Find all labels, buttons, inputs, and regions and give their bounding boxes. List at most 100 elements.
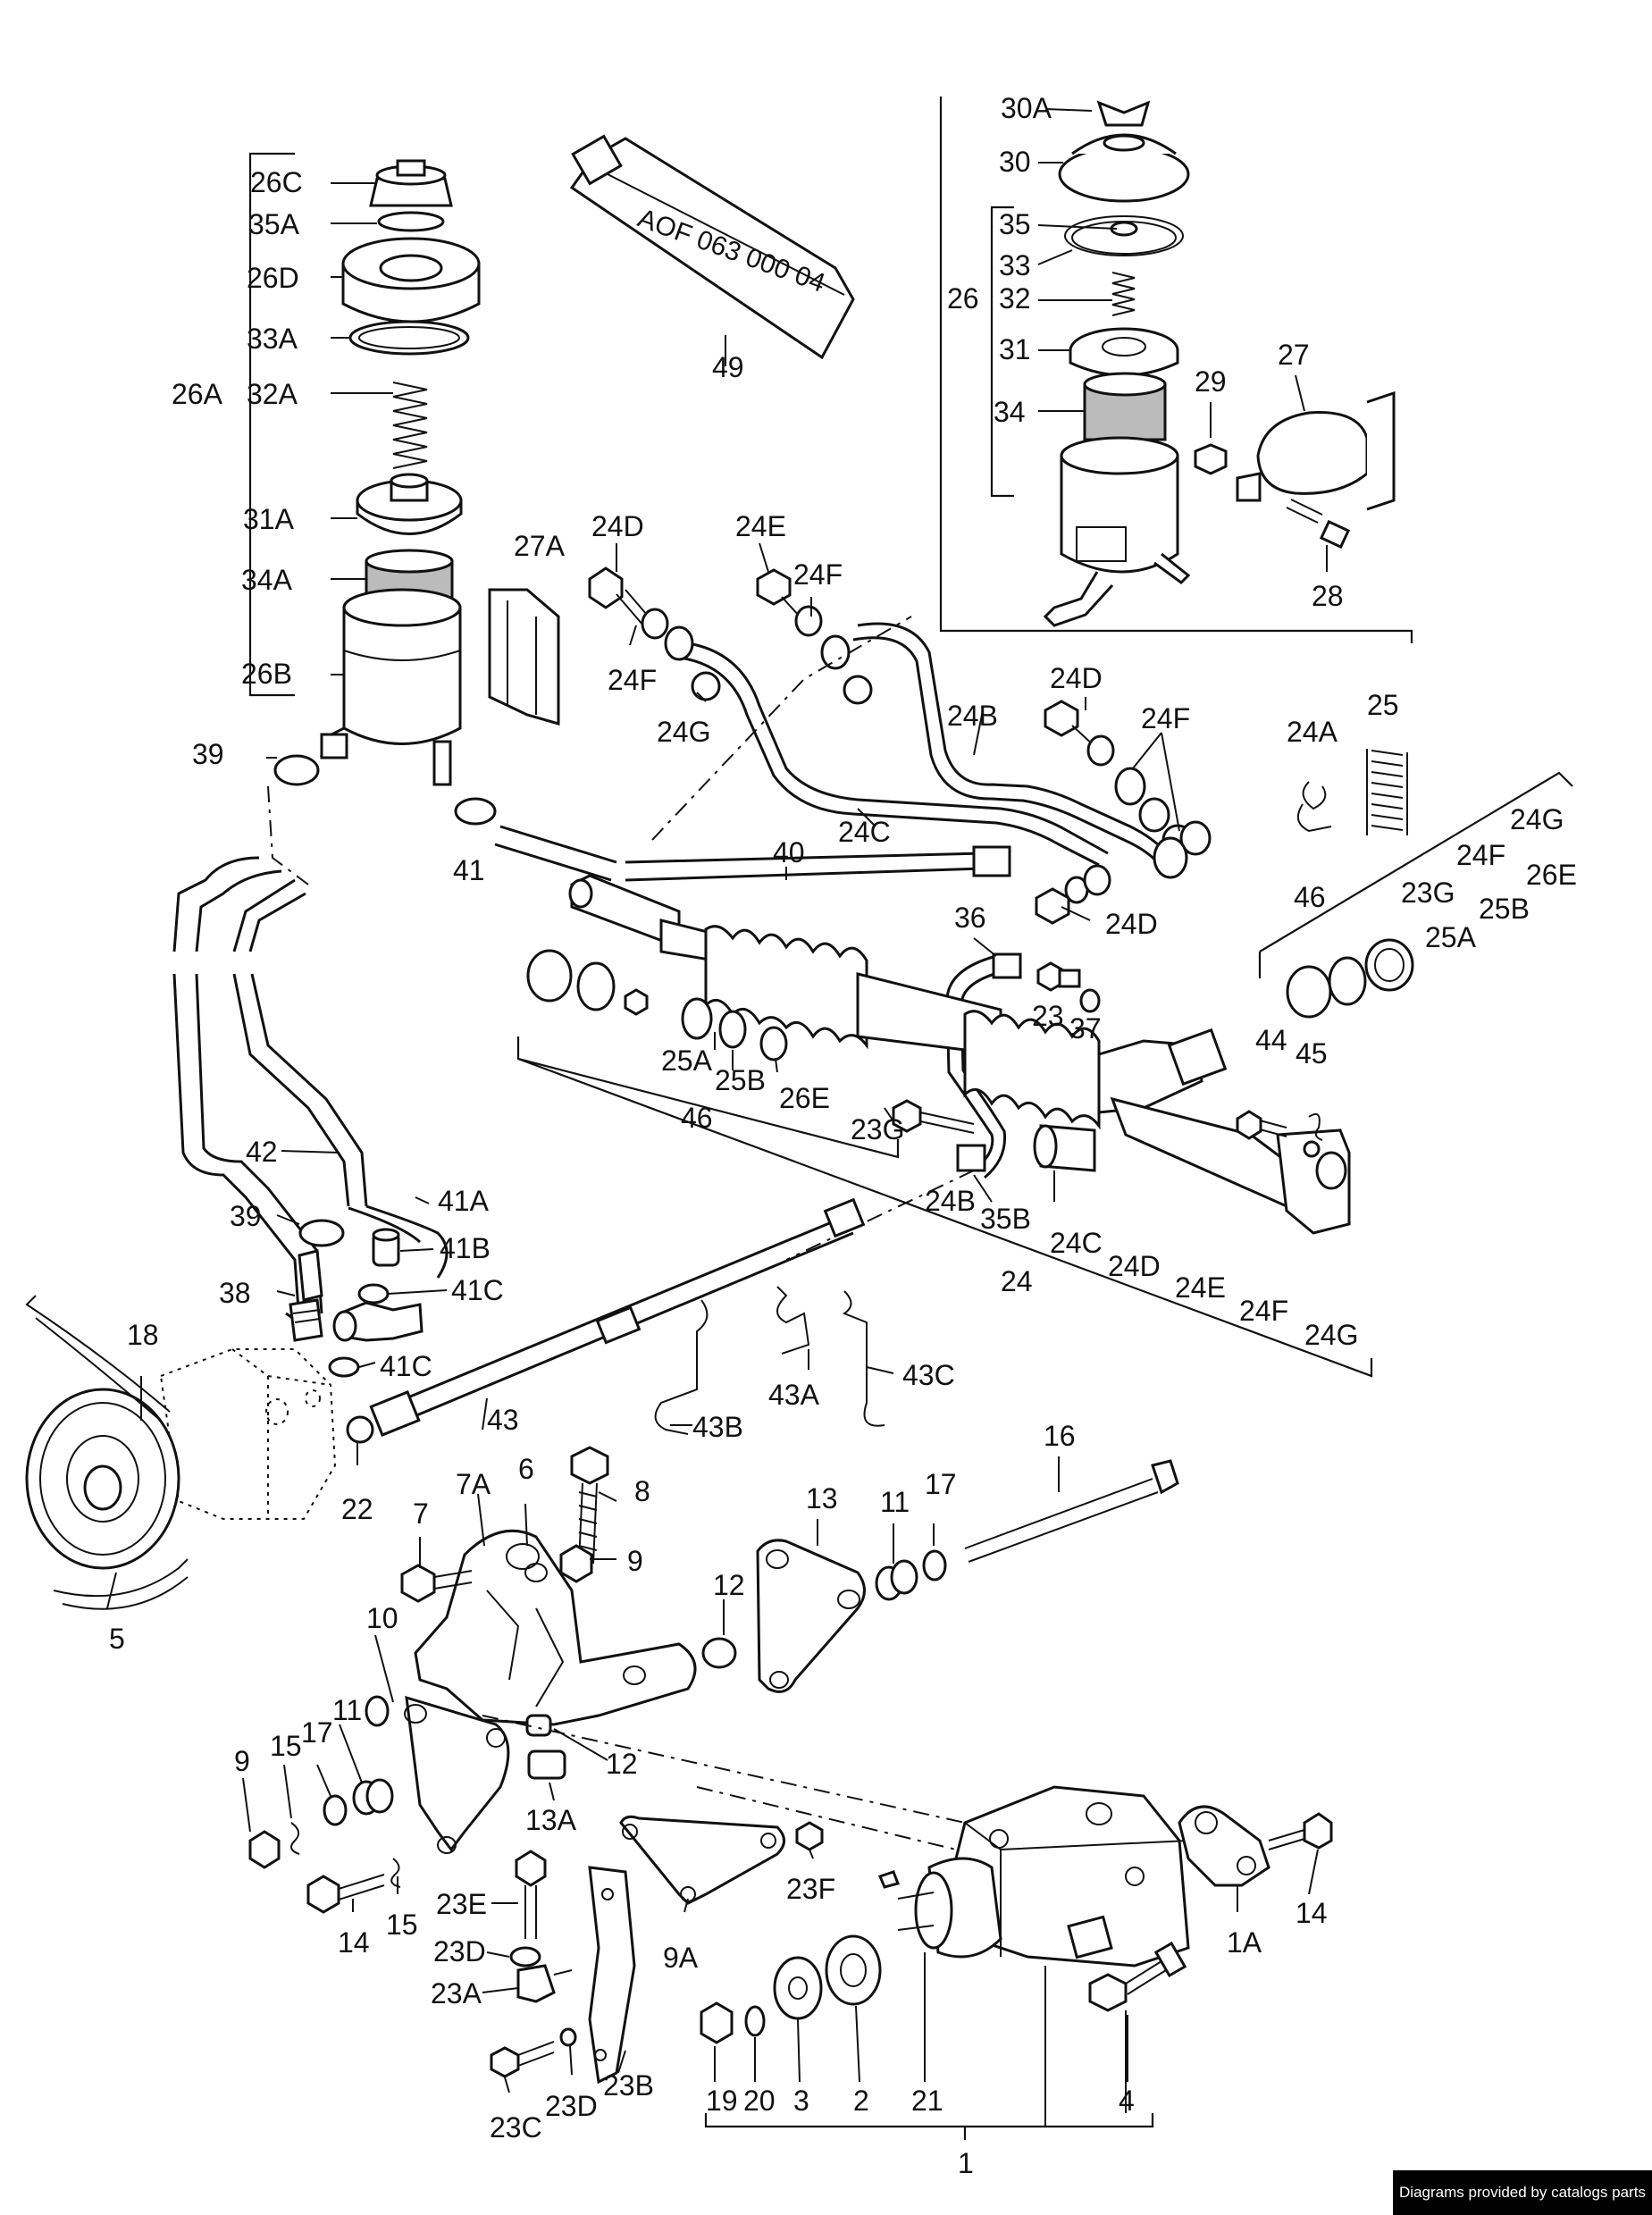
- group-brackets: [516, 771, 1573, 1378]
- label-20: 20: [743, 2085, 776, 2117]
- label-24f-e: 24F: [1239, 1295, 1288, 1327]
- label-25b-a: 25B: [1479, 893, 1530, 925]
- label-14-b: 14: [1296, 1897, 1328, 1929]
- label-1a: 1A: [1227, 1926, 1262, 1959]
- label-1: 1: [958, 2147, 974, 2179]
- part-labels: 26C 35A 26D 33A 26A 32A 31A 34A 26B 27A …: [109, 92, 1577, 2179]
- label-19: 19: [706, 2085, 738, 2117]
- label-46-b: 46: [681, 1102, 713, 1134]
- label-25a-a: 25A: [1425, 921, 1477, 953]
- label-25a-b: 25A: [661, 1045, 713, 1077]
- label-23: 23: [1032, 1000, 1064, 1032]
- label-33a: 33A: [247, 323, 298, 355]
- label-37: 37: [1069, 1012, 1102, 1045]
- label-9a: 9A: [663, 1942, 699, 1974]
- label-23e: 23E: [436, 1888, 487, 1920]
- label-9-b: 9: [234, 1745, 250, 1777]
- label-15-b: 15: [386, 1909, 418, 1941]
- label-24g-c: 24G: [1304, 1319, 1358, 1351]
- label-43: 43: [487, 1404, 519, 1436]
- label-9-a: 9: [627, 1545, 643, 1577]
- label-12-a: 12: [713, 1569, 745, 1601]
- label-24f-a: 24F: [793, 558, 843, 591]
- label-32: 32: [999, 282, 1031, 315]
- label-17-b: 17: [301, 1716, 333, 1749]
- label-30a: 30A: [1001, 92, 1052, 124]
- label-25: 25: [1367, 689, 1399, 721]
- label-43b: 43B: [692, 1411, 743, 1443]
- label-23a: 23A: [431, 1977, 482, 2009]
- label-43a: 43A: [768, 1379, 820, 1411]
- label-41-top: 41: [453, 854, 485, 886]
- label-24d-a: 24D: [591, 510, 644, 542]
- label-7: 7: [413, 1498, 429, 1530]
- label-26b: 26B: [241, 658, 292, 690]
- label-31: 31: [999, 333, 1031, 365]
- label-3: 3: [793, 2085, 809, 2117]
- label-24c-b: 24C: [1050, 1227, 1103, 1259]
- label-24: 24: [1001, 1265, 1033, 1297]
- label-24d-d: 24D: [1108, 1250, 1161, 1282]
- label-25b-b: 25B: [715, 1064, 766, 1096]
- label-24d-b: 24D: [1050, 662, 1103, 694]
- hose-lines-group: [494, 622, 1172, 1179]
- label-45: 45: [1296, 1037, 1328, 1070]
- leader-lines: [106, 108, 1328, 2093]
- label-49: 49: [712, 351, 744, 383]
- label-5: 5: [109, 1623, 125, 1655]
- label-26e-a: 26E: [1526, 859, 1577, 891]
- label-38: 38: [219, 1277, 251, 1309]
- label-24a: 24A: [1287, 716, 1338, 748]
- label-12-b: 12: [606, 1748, 638, 1780]
- label-44: 44: [1255, 1024, 1287, 1056]
- label-17-a: 17: [925, 1468, 957, 1500]
- label-24b-b: 24B: [925, 1185, 976, 1217]
- fittings-group: [588, 566, 1408, 925]
- reservoir-26a-group: [248, 152, 560, 826]
- label-24g-b: 24G: [1510, 803, 1564, 835]
- label-35b: 35B: [980, 1203, 1031, 1235]
- label-35: 35: [999, 208, 1031, 240]
- label-23c: 23C: [490, 2111, 542, 2144]
- label-6: 6: [518, 1453, 534, 1485]
- reservoir-26-group: [939, 96, 1413, 643]
- label-11-b: 11: [332, 1694, 362, 1726]
- label-24c-a: 24C: [838, 816, 891, 848]
- return-hoses-group: [172, 785, 449, 1378]
- pump-pulley-group: [25, 1197, 885, 1610]
- steering-rack-group: [526, 616, 1414, 1261]
- label-36: 36: [954, 902, 986, 934]
- label-13a: 13A: [525, 1804, 577, 1836]
- label-24f-b: 24F: [608, 664, 657, 696]
- grease-tube-49: AOF 063 000 04: [569, 134, 855, 360]
- label-26a: 26A: [172, 378, 223, 410]
- label-13: 13: [806, 1482, 838, 1514]
- label-31a: 31A: [243, 503, 295, 535]
- label-23g-b: 23G: [851, 1113, 904, 1145]
- label-16: 16: [1044, 1420, 1076, 1452]
- label-23f: 23F: [786, 1873, 835, 1905]
- label-14-a: 14: [338, 1926, 370, 1959]
- label-24e-a: 24E: [735, 510, 786, 542]
- label-2: 2: [853, 2085, 869, 2117]
- label-39-top: 39: [192, 738, 224, 770]
- label-24d-c: 24D: [1105, 908, 1158, 940]
- label-35a: 35A: [248, 208, 300, 240]
- label-26c: 26C: [250, 166, 303, 198]
- label-34: 34: [994, 396, 1026, 428]
- label-23g-a: 23G: [1401, 877, 1455, 909]
- label-21: 21: [911, 2085, 943, 2117]
- label-7a: 7A: [456, 1468, 491, 1500]
- label-24g-a: 24G: [657, 716, 710, 748]
- label-23d-a: 23D: [433, 1935, 486, 1967]
- label-10: 10: [366, 1602, 398, 1634]
- label-29: 29: [1195, 365, 1227, 398]
- label-23d-b: 23D: [545, 2090, 598, 2122]
- label-24f-c: 24F: [1141, 702, 1190, 734]
- label-24e-b: 24E: [1175, 1271, 1226, 1304]
- label-26: 26: [947, 282, 979, 315]
- label-22: 22: [341, 1493, 373, 1525]
- label-41b: 41B: [440, 1232, 491, 1264]
- label-15-a: 15: [270, 1730, 302, 1762]
